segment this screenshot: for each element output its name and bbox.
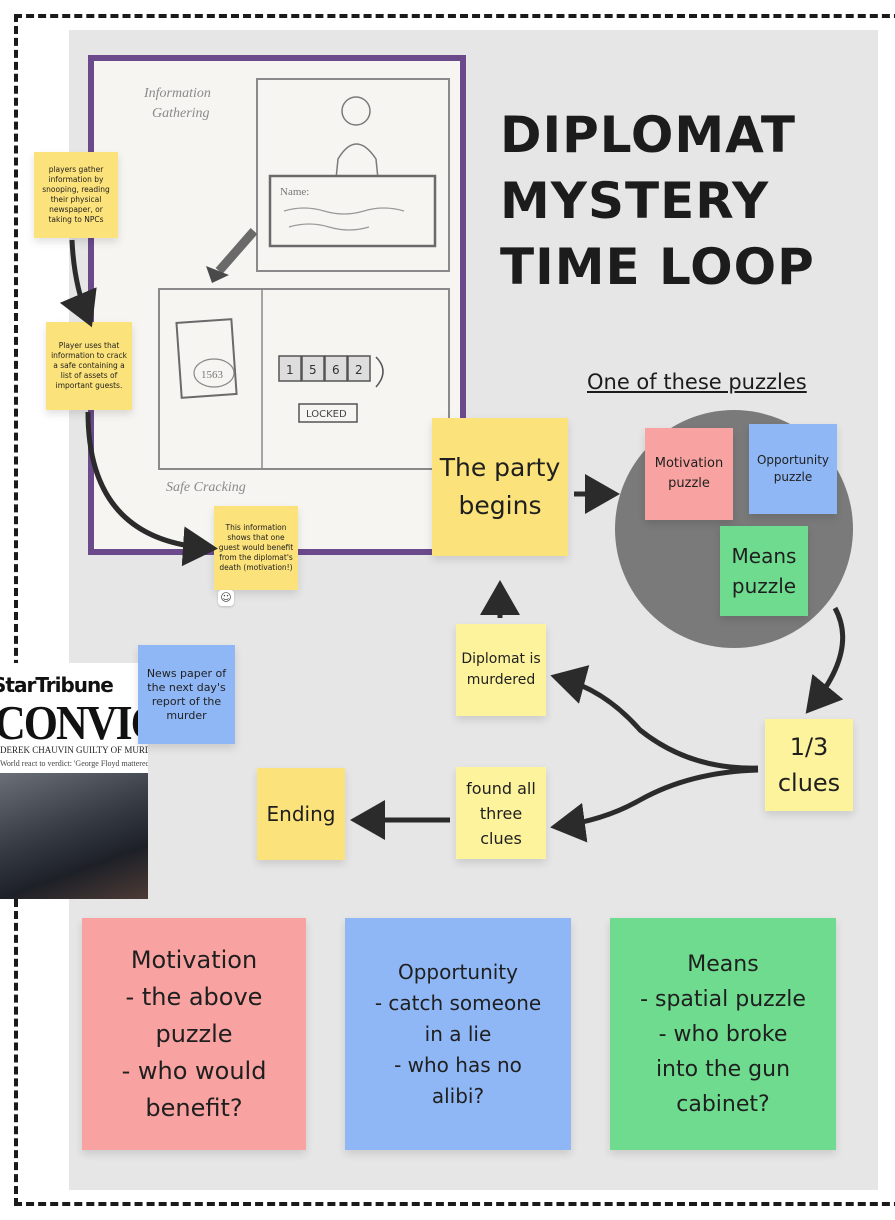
sticky-party-begins-text: The party begins [439, 453, 561, 520]
sticky-means-puzzle-text: Means puzzle [731, 544, 797, 598]
newspaper-subhead-2: World react to verdict: 'George Floyd ma… [0, 759, 148, 768]
sticky-diplomat-murdered[interactable]: Diplomat is murdered [456, 624, 546, 716]
safe-digit-2: 5 [309, 363, 317, 377]
card-motivation-text: Motivation - the above puzzle - who woul… [121, 945, 267, 1122]
sticky-crack-safe[interactable]: Player uses that information to crack a … [46, 322, 132, 410]
sketch-name-label: Name: [280, 186, 309, 198]
newspaper-photo [0, 773, 148, 899]
sticky-motivation-puzzle[interactable]: Motivation puzzle [645, 428, 733, 520]
title-line-2: MYSTERY [500, 172, 770, 230]
newspaper-masthead: StarTribune [0, 673, 114, 697]
sketch-label-top-line2: Gathering [152, 106, 210, 121]
sticky-found-all-clues-text: found all three clues [466, 778, 536, 848]
sticky-found-all-clues[interactable]: found all three clues [456, 767, 546, 859]
sticky-opportunity-puzzle-text: Opportunity puzzle [756, 453, 829, 484]
sticky-opportunity-puzzle[interactable]: Opportunity puzzle [749, 424, 837, 514]
sketch-label-top-line1: Information [143, 86, 211, 101]
sticky-motivation-puzzle-text: Motivation puzzle [654, 456, 724, 491]
card-means[interactable]: Means - spatial puzzle - who broke into … [610, 918, 836, 1150]
page-title: DIPLOMAT MYSTERY TIME LOOP [500, 102, 815, 300]
sticky-clues[interactable]: 1/3 clues [765, 719, 853, 811]
newspaper-image[interactable]: StarTribune CONVICTED DEREK CHAUVIN GUIL… [0, 663, 148, 899]
safe-dials: 1 5 6 2 [278, 355, 371, 382]
sketch-drawing: Name: Information Gathering 1563 1 5 6 2… [94, 61, 460, 549]
newspaper-subhead: DEREK CHAUVIN GUILTY OF MURDER [0, 745, 148, 755]
reaction-icon[interactable]: ☺ [218, 590, 234, 606]
sketch-locked-label: LOCKED [306, 409, 347, 420]
sticky-gather-info-text: players gather information by snooping, … [42, 165, 110, 224]
sticky-ending-text: Ending [266, 802, 336, 826]
sticky-newspaper-note-text: News paper of the next day's report of t… [146, 666, 227, 722]
safe-digit-3: 6 [332, 363, 340, 377]
title-line-1: DIPLOMAT [500, 106, 797, 164]
sticky-motive-info[interactable]: This information shows that one guest wo… [214, 506, 298, 590]
card-means-text: Means - spatial puzzle - who broke into … [640, 951, 806, 1117]
sticky-ending[interactable]: Ending [257, 768, 345, 860]
sketch-label-bottom: Safe Cracking [166, 480, 246, 495]
sticky-clues-text: 1/3 clues [777, 733, 841, 797]
card-opportunity-text: Opportunity - catch someone in a lie - w… [374, 959, 542, 1108]
safe-digit-4: 2 [355, 363, 363, 377]
sketch-note-number: 1563 [201, 369, 224, 381]
sticky-motive-info-text: This information shows that one guest wo… [218, 523, 294, 572]
puzzles-heading: One of these puzzles [587, 370, 807, 394]
board-dashed-border [14, 14, 895, 1206]
sticky-crack-safe-text: Player uses that information to crack a … [51, 341, 127, 390]
safe-digit-1: 1 [286, 363, 294, 377]
sticky-diplomat-murdered-text: Diplomat is murdered [461, 651, 541, 688]
title-line-3: TIME LOOP [500, 238, 815, 296]
card-opportunity[interactable]: Opportunity - catch someone in a lie - w… [345, 918, 571, 1150]
sketch-image[interactable]: Name: Information Gathering 1563 1 5 6 2… [88, 55, 466, 555]
sticky-gather-info[interactable]: players gather information by snooping, … [34, 152, 118, 238]
sticky-means-puzzle[interactable]: Means puzzle [720, 526, 808, 616]
sticky-newspaper-note[interactable]: News paper of the next day's report of t… [138, 645, 235, 744]
card-motivation[interactable]: Motivation - the above puzzle - who woul… [82, 918, 306, 1150]
newspaper-headline: CONVICTED [0, 696, 148, 750]
sticky-party-begins[interactable]: The party begins [432, 418, 568, 556]
